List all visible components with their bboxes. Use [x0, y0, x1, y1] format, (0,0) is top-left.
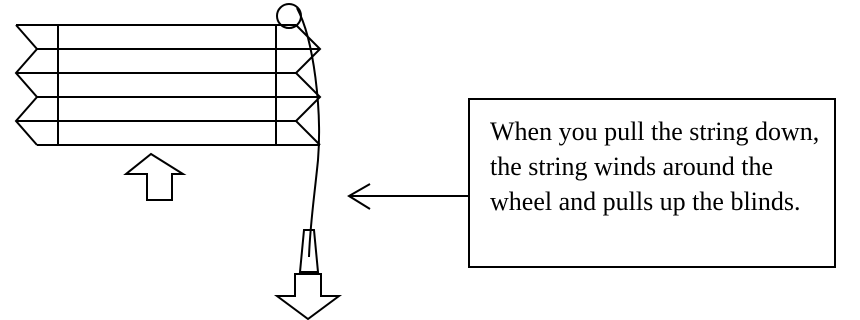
up-arrow-icon	[123, 152, 187, 201]
explanation-callout: When you pull the string down, the strin…	[468, 98, 836, 268]
left-arrow-icon	[347, 183, 468, 210]
pull-weight-icon	[298, 229, 320, 273]
down-arrow-icon	[273, 273, 343, 320]
explanation-text: When you pull the string down, the strin…	[490, 117, 820, 216]
pleated-blind	[14, 24, 322, 146]
pull-string	[296, 7, 321, 258]
blind-left-edge	[14, 24, 39, 146]
blind-right-edge	[294, 24, 322, 146]
